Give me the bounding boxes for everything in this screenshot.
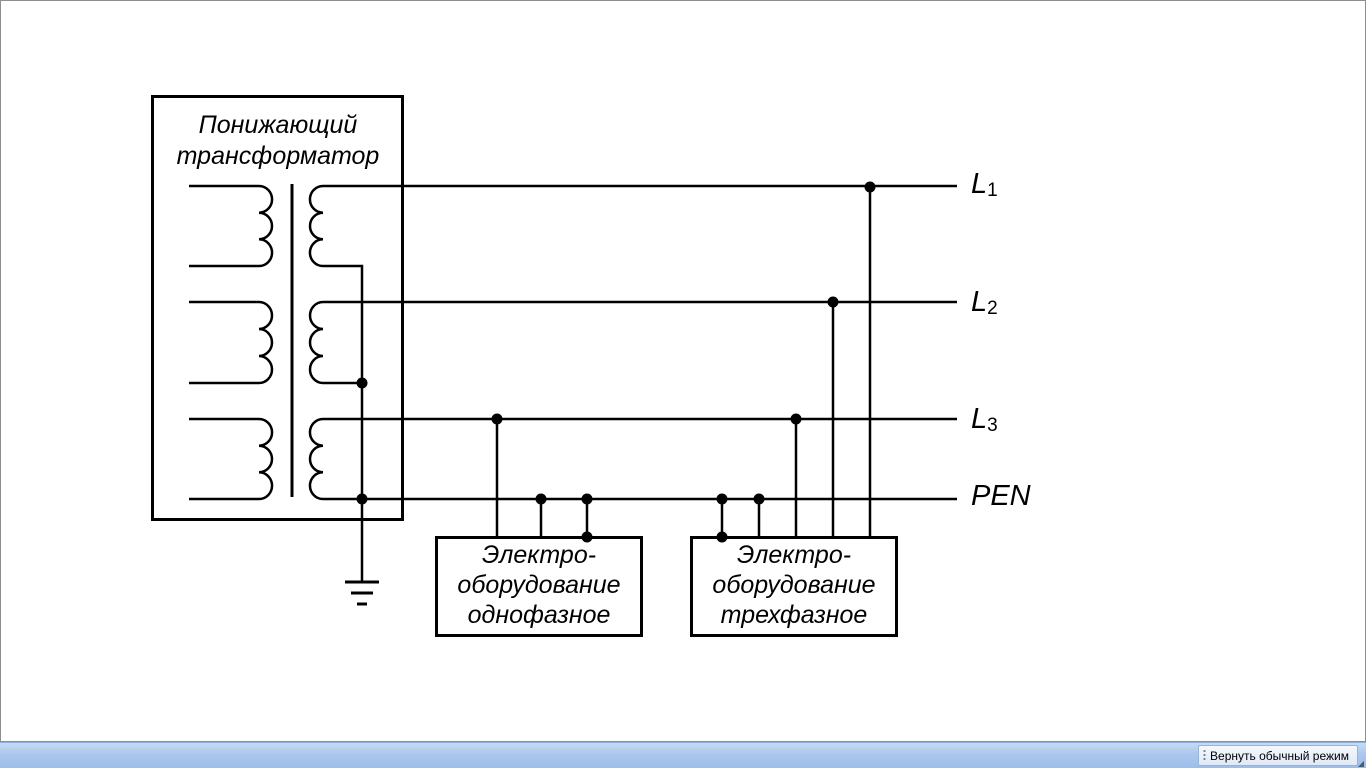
junction-dot <box>716 493 728 505</box>
junction-dot <box>864 181 876 193</box>
restore-normal-mode-button[interactable]: Вернуть обычный режим <box>1198 745 1358 766</box>
transformer-label-line1: Понижающий <box>199 111 358 139</box>
three-phase-equipment-box <box>690 536 898 637</box>
slide: Понижающий трансформатор L1 L2 L3 PEN Эл… <box>0 0 1366 742</box>
line-label-L3: L3 <box>971 403 998 436</box>
junction-dot <box>581 531 593 543</box>
three-phase-label-line3: трехфазное <box>721 601 868 629</box>
line-label-PEN: PEN <box>971 480 1031 512</box>
junction-dot <box>753 493 765 505</box>
tn-c-grounding-diagram: Понижающий трансформатор L1 L2 L3 PEN Эл… <box>151 95 1031 637</box>
junction-dot <box>716 531 728 543</box>
grip-icon <box>1203 749 1207 762</box>
resize-grip-icon[interactable]: ◢ <box>1357 759 1364 768</box>
junction-dot <box>827 296 839 308</box>
single-phase-label-line1: Электро- <box>482 541 596 569</box>
primary-winding-2 <box>189 300 274 385</box>
primary-winding-1 <box>189 184 274 268</box>
secondary-winding-1 <box>308 184 404 499</box>
line-label-L1: L1 <box>971 168 998 201</box>
three-phase-label-line2: оборудование <box>712 571 875 599</box>
junction-dot <box>491 413 503 425</box>
single-phase-label-line2: оборудование <box>457 571 620 599</box>
restore-normal-mode-label: Вернуть обычный режим <box>1210 748 1349 763</box>
junction-dot <box>356 493 368 505</box>
primary-winding-3 <box>189 417 274 501</box>
line-label-L2: L2 <box>971 286 998 319</box>
single-phase-equipment-box <box>435 536 643 637</box>
secondary-winding-3 <box>308 417 404 501</box>
junction-dot <box>535 493 547 505</box>
transformer-label-line2: трансформатор <box>177 142 380 170</box>
slideshow-status-bar: Вернуть обычный режим ◢ <box>0 742 1366 768</box>
secondary-winding-2 <box>308 300 404 385</box>
three-phase-label-line1: Электро- <box>737 541 851 569</box>
single-phase-label-line3: однофазное <box>468 601 611 629</box>
ground-icon <box>345 580 379 606</box>
junction-dot <box>790 413 802 425</box>
transformer-box <box>151 95 404 521</box>
junction-dot <box>581 493 593 505</box>
junction-dot <box>356 377 368 389</box>
